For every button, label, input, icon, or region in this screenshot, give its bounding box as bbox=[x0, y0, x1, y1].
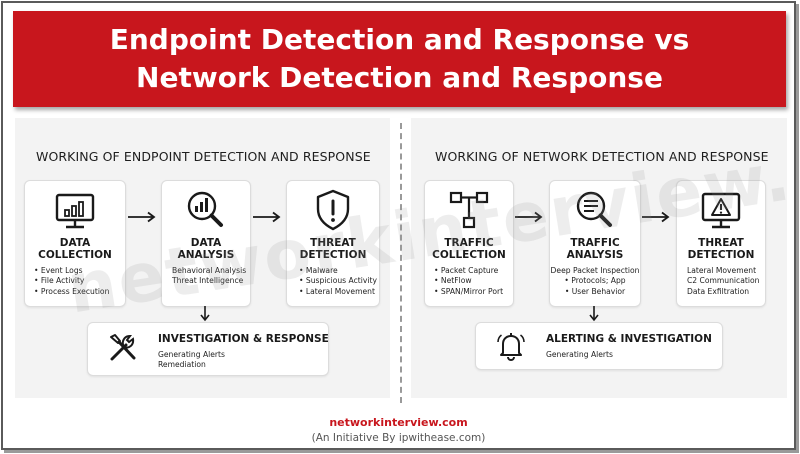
arrow-right-icon bbox=[253, 211, 281, 223]
step-items: Lateral Movement C2 Communication Data E… bbox=[677, 266, 765, 297]
list-item: Malware bbox=[299, 266, 379, 276]
bell-icon bbox=[497, 333, 525, 362]
title-banner: Endpoint Detection and Response vs Netwo… bbox=[13, 11, 786, 107]
response-title: INVESTIGATION & RESPONSE bbox=[158, 333, 329, 345]
edr-investigation-response: INVESTIGATION & RESPONSE Generating Aler… bbox=[87, 322, 329, 376]
step-items: Behavioral Analysis Threat Intelligence bbox=[162, 266, 250, 287]
list-item: Lateral Movement bbox=[687, 266, 757, 275]
step-items: Deep Packet Inspection • Protocols; App … bbox=[550, 266, 640, 297]
edr-section-title: WORKING OF ENDPOINT DETECTION AND RESPON… bbox=[36, 149, 371, 164]
list-item: File Activity bbox=[34, 276, 125, 286]
list-item: Packet Capture bbox=[434, 266, 513, 276]
step-items: Malware Suspicious Activity Lateral Move… bbox=[287, 266, 379, 297]
arrow-right-icon bbox=[128, 211, 156, 223]
arrow-down-icon bbox=[200, 306, 210, 322]
network-nodes-icon bbox=[449, 191, 489, 229]
arrow-right-icon bbox=[515, 211, 543, 223]
response-title: ALERTING & INVESTIGATION bbox=[546, 333, 712, 345]
list-item: Event Logs bbox=[34, 266, 125, 276]
ndr-alerting-investigation: ALERTING & INVESTIGATION Generating Aler… bbox=[475, 322, 723, 370]
tools-icon bbox=[110, 334, 136, 361]
list-item: Generating Alerts bbox=[158, 350, 225, 359]
magnifier-chart-icon bbox=[187, 191, 223, 227]
shield-alert-icon bbox=[316, 189, 350, 231]
list-item: SPAN/Mirror Port bbox=[434, 287, 513, 297]
list-item: NetFlow bbox=[434, 276, 513, 286]
ndr-section-title: WORKING OF NETWORK DETECTION AND RESPONS… bbox=[435, 149, 769, 164]
list-item: Deep Packet Inspection bbox=[550, 266, 640, 275]
list-item: Suspicious Activity bbox=[299, 276, 379, 286]
magnifier-lines-icon bbox=[576, 191, 612, 227]
list-item: • Protocols; App bbox=[564, 276, 626, 286]
arrow-down-icon bbox=[589, 306, 599, 322]
arrow-right-icon bbox=[642, 211, 670, 223]
list-item: Generating Alerts bbox=[546, 350, 613, 359]
response-items: Generating Alerts Remediation bbox=[158, 350, 225, 371]
step-items: Packet Capture NetFlow SPAN/Mirror Port bbox=[425, 266, 513, 297]
list-item: Behavioral Analysis bbox=[172, 266, 247, 275]
list-item: • User Behavior bbox=[564, 286, 626, 296]
list-item: Process Execution bbox=[34, 287, 125, 297]
dashed-divider bbox=[400, 123, 402, 403]
page-title: Endpoint Detection and Response vs Netwo… bbox=[109, 23, 690, 94]
monitor-alert-icon bbox=[701, 192, 741, 229]
monitor-chart-icon bbox=[55, 193, 95, 229]
footer-site-link[interactable]: networkinterview.com bbox=[329, 416, 468, 429]
list-item: Threat Intelligence bbox=[172, 276, 244, 286]
list-item: Remediation bbox=[158, 360, 206, 370]
footer-subtitle: (An Initiative By ipwithease.com) bbox=[311, 432, 486, 444]
step-items: Event Logs File Activity Process Executi… bbox=[25, 266, 125, 297]
list-item: Data Exfiltration bbox=[687, 286, 750, 296]
response-items: Generating Alerts bbox=[546, 350, 613, 360]
list-item: Lateral Movement bbox=[299, 287, 379, 297]
list-item: C2 Communication bbox=[687, 276, 760, 286]
